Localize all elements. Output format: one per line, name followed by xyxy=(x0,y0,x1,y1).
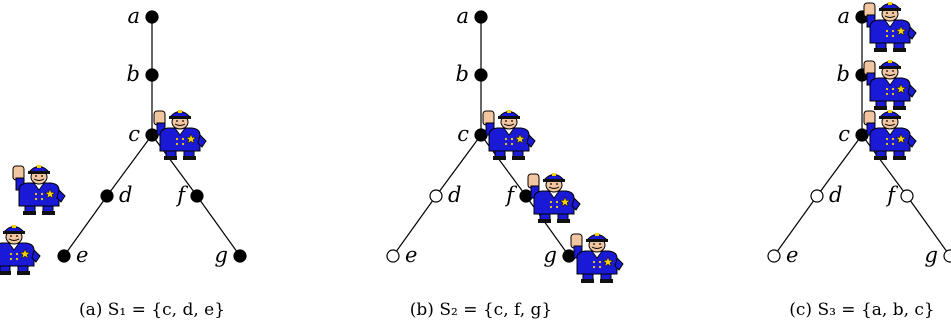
vertex-b-e xyxy=(386,249,400,263)
vertex-a-a xyxy=(145,10,159,24)
vertex-label-b-a: a xyxy=(456,4,469,28)
police-officer-icon xyxy=(12,164,66,216)
caption-b: (b) S₂ = {c, f, g} xyxy=(410,300,552,320)
vertex-label-c-c: c xyxy=(838,122,850,146)
vertex-c-f xyxy=(900,189,914,203)
police-officer-icon xyxy=(570,232,624,284)
edge-b-de xyxy=(392,195,437,257)
vertex-label-b-f: f xyxy=(504,183,517,207)
vertex-label-b-d: d xyxy=(448,183,461,207)
police-officer-icon xyxy=(863,59,917,111)
vertex-a-g xyxy=(233,249,247,263)
vertex-label-b-b: b xyxy=(456,62,469,86)
vertex-label-c-a: a xyxy=(837,4,850,28)
vertex-label-b-g: g xyxy=(544,243,557,267)
vertex-c-d xyxy=(810,189,824,203)
edge-a-de xyxy=(63,195,108,257)
police-officer-icon xyxy=(863,109,917,161)
vertex-label-a-a: a xyxy=(127,4,140,28)
vertex-label-a-f: f xyxy=(175,183,188,207)
vertex-a-b xyxy=(145,68,159,82)
vertex-b-c xyxy=(474,128,488,142)
vertex-a-f xyxy=(190,189,204,203)
vertex-label-a-g: g xyxy=(215,243,228,267)
vertex-label-c-b: b xyxy=(837,62,850,86)
vertex-label-b-c: c xyxy=(457,122,469,146)
police-officer-icon xyxy=(527,172,581,224)
vertex-label-c-e: e xyxy=(786,243,798,267)
vertex-label-c-d: d xyxy=(829,183,842,207)
vertex-label-a-d: d xyxy=(119,183,132,207)
police-officer-icon xyxy=(0,224,41,276)
vertex-label-c-f: f xyxy=(885,183,898,207)
vertex-a-c xyxy=(145,128,159,142)
vertex-b-g xyxy=(562,249,576,263)
vertex-label-a-e: e xyxy=(76,243,88,267)
edge-b-fg xyxy=(525,195,570,257)
caption-a: (a) S₁ = {c, d, e} xyxy=(79,300,225,320)
vertex-b-d xyxy=(429,189,443,203)
edge-c-cd xyxy=(816,134,863,197)
police-officer-icon xyxy=(153,109,207,161)
vertex-label-a-b: b xyxy=(127,62,140,86)
vertex-label-b-e: e xyxy=(405,243,417,267)
vertex-label-c-g: g xyxy=(925,243,938,267)
vertex-c-g xyxy=(943,249,951,263)
edge-a-fg xyxy=(196,195,241,257)
police-officer-icon xyxy=(482,109,536,161)
edge-c-de xyxy=(773,195,818,257)
vertex-c-e xyxy=(767,249,781,263)
vertex-b-b xyxy=(474,68,488,82)
vertex-c-c xyxy=(855,128,869,142)
vertex-b-a xyxy=(474,10,488,24)
vertex-a-e xyxy=(57,249,71,263)
caption-c: (c) S₃ = {a, b, c} xyxy=(789,300,935,320)
police-officer-icon xyxy=(863,1,917,53)
edge-b-cd xyxy=(435,134,482,197)
vertex-b-f xyxy=(519,189,533,203)
edge-c-fg xyxy=(906,195,951,257)
vertex-a-d xyxy=(100,189,114,203)
edge-a-cd xyxy=(106,134,153,197)
vertex-label-a-c: c xyxy=(128,122,140,146)
